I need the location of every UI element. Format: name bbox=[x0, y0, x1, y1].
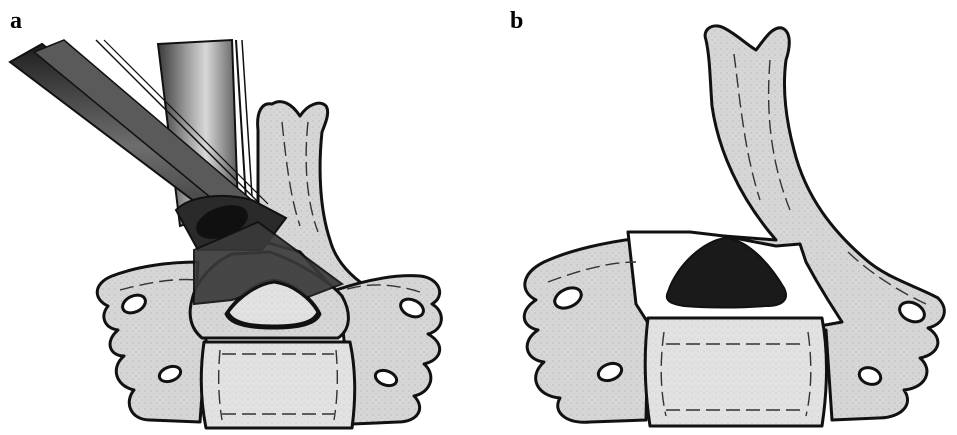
panel-a: a bbox=[10, 8, 441, 428]
vertebra-b bbox=[524, 26, 944, 426]
transverse-process-left-b bbox=[524, 238, 648, 422]
vertebral-body-a bbox=[201, 342, 355, 428]
panel-label-b: b bbox=[510, 8, 523, 34]
panel-label-a: a bbox=[10, 8, 22, 34]
transverse-process-left-a bbox=[97, 262, 206, 422]
panel-b: b bbox=[510, 8, 944, 426]
